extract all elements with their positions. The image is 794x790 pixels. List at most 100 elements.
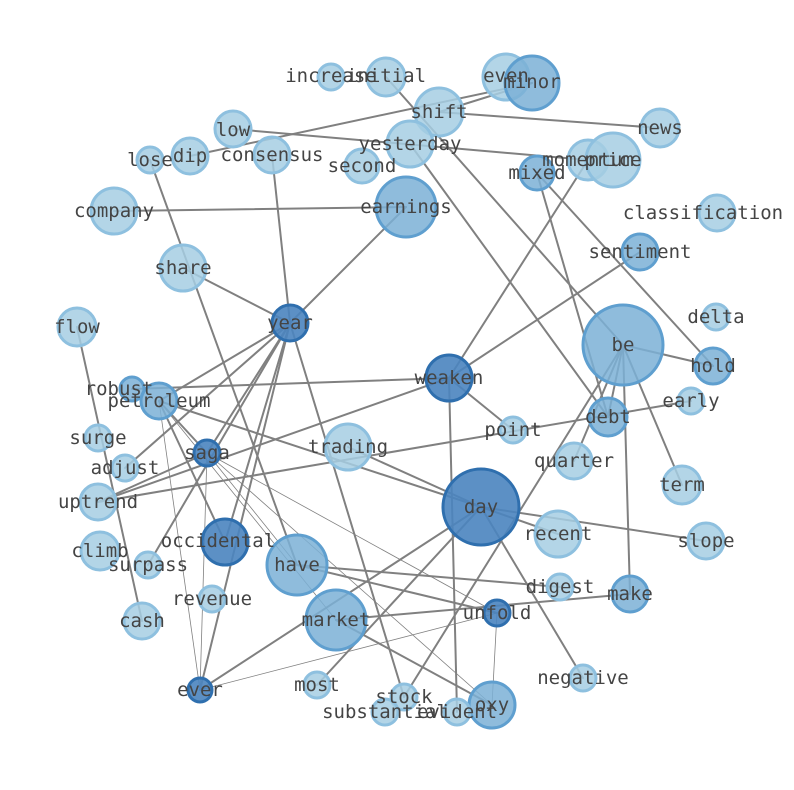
- node-label-surge: surge: [69, 427, 126, 449]
- node-share: [158, 243, 208, 293]
- node-lose: [135, 145, 165, 175]
- node-label-news: news: [637, 117, 683, 139]
- edge-saga-unfold: [206, 452, 498, 614]
- node-label-dip: dip: [173, 145, 207, 167]
- edge-saga-uptrend: [97, 452, 208, 503]
- node-year: [270, 303, 310, 343]
- node-label-substantial: substantial: [322, 701, 448, 723]
- edge-saga-oxy: [206, 452, 493, 706]
- node-label-shift: shift: [410, 101, 467, 123]
- edges-layer: [76, 76, 714, 713]
- node-label-saga: saga: [184, 442, 230, 464]
- edge-day-most: [316, 506, 482, 686]
- node-company: [89, 186, 139, 236]
- node-negative: [568, 663, 598, 693]
- node-label-delta: delta: [687, 306, 744, 328]
- node-label-even: even: [483, 65, 529, 87]
- node-point: [498, 415, 528, 445]
- node-label-lose: lose: [127, 149, 173, 171]
- node-second: [343, 147, 381, 185]
- edge-weaken-momentum: [448, 159, 589, 379]
- node-substantial: [370, 697, 400, 727]
- edge-weaken-uptrend: [97, 377, 450, 503]
- node-label-recent: recent: [524, 523, 593, 545]
- edge-mixed-hold: [536, 172, 714, 367]
- node-label-evident: evident: [417, 701, 497, 723]
- node-be: [581, 303, 665, 387]
- edge-yesterday-debt: [409, 143, 609, 418]
- node-make: [610, 574, 650, 614]
- edge-have-unfold: [296, 564, 498, 614]
- node-quarter: [554, 441, 594, 481]
- node-ever: [186, 676, 214, 704]
- node-dip: [170, 136, 210, 176]
- node-label-adjust: adjust: [91, 457, 160, 479]
- node-recent: [533, 509, 583, 559]
- edge-mixed-debt: [536, 172, 609, 418]
- node-saga: [192, 438, 222, 468]
- node-label-weaken: weaken: [415, 367, 484, 389]
- node-mixed: [518, 154, 556, 192]
- edge-year-consensus: [271, 154, 291, 324]
- node-label-increase: increase: [285, 65, 377, 87]
- edge-be-make: [622, 344, 631, 595]
- node-revenue: [197, 584, 227, 614]
- node-label-negative: negative: [537, 667, 629, 689]
- node-market: [304, 588, 368, 652]
- node-label-cash: cash: [119, 610, 165, 632]
- node-occidental: [200, 517, 250, 567]
- node-label-day: day: [464, 496, 498, 518]
- node-surge: [83, 423, 113, 453]
- node-label-initial: initial: [346, 65, 426, 87]
- node-delta: [701, 302, 731, 332]
- node-day: [441, 467, 521, 547]
- node-cash: [122, 601, 162, 641]
- node-weaken: [424, 353, 474, 403]
- node-label-yesterday: yesterday: [359, 133, 462, 155]
- node-label-hold: hold: [690, 355, 736, 377]
- edge-minor-dip: [189, 82, 533, 157]
- node-label-be: be: [612, 334, 635, 356]
- node-label-make: make: [607, 583, 653, 605]
- edge-petroleum-ever: [158, 400, 201, 691]
- edge-petroleum-day: [158, 400, 482, 508]
- node-label-share: share: [154, 257, 211, 279]
- node-flow: [56, 306, 98, 348]
- node-early: [676, 386, 706, 416]
- node-minor: [503, 54, 561, 112]
- node-label-flow: flow: [54, 316, 100, 338]
- node-label-early: early: [662, 390, 719, 412]
- node-price: [584, 131, 642, 189]
- edge-company-earnings: [113, 206, 407, 212]
- nodes-layer: [56, 52, 737, 730]
- node-label-ever: ever: [177, 679, 223, 701]
- node-label-sentiment: sentiment: [589, 241, 692, 263]
- node-label-debt: debt: [585, 406, 631, 428]
- edge-market-make: [335, 593, 631, 621]
- node-label-surpass: surpass: [108, 554, 188, 576]
- edge-year-adjust: [124, 322, 291, 469]
- node-label-company: company: [74, 200, 154, 222]
- edge-weaken-sentiment: [448, 251, 641, 379]
- node-have: [265, 533, 329, 597]
- node-label-stock: stock: [375, 686, 433, 708]
- edge-year-surpass: [147, 322, 291, 566]
- edge-unfold-ever: [199, 612, 498, 691]
- node-evident: [442, 697, 472, 727]
- node-label-uptrend: uptrend: [58, 491, 138, 513]
- node-earnings: [374, 175, 438, 239]
- node-increase: [316, 62, 346, 92]
- node-shift: [413, 86, 465, 138]
- edge-saga-ever: [199, 452, 208, 691]
- node-classification: [697, 193, 737, 233]
- node-label-year: year: [267, 312, 313, 334]
- edge-year-stock: [289, 322, 405, 698]
- node-label-trading: trading: [308, 436, 388, 458]
- edge-lose-have: [149, 159, 298, 566]
- node-label-quarter: quarter: [534, 450, 614, 472]
- node-trading: [323, 422, 373, 472]
- edge-have-digest: [296, 564, 561, 588]
- node-climb: [79, 530, 121, 572]
